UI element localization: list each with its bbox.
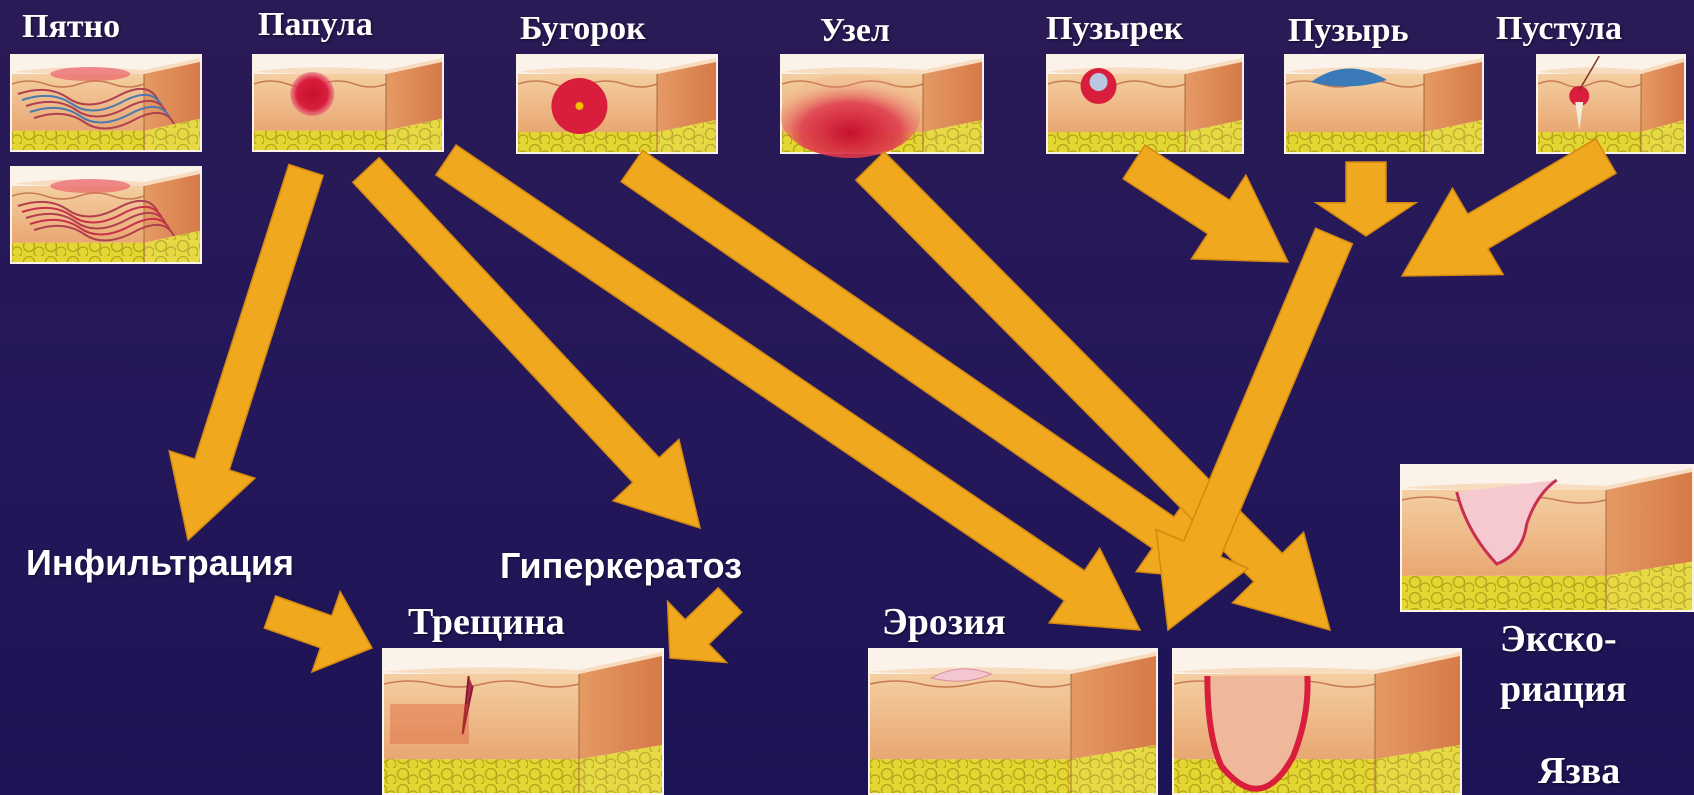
label-fissure: Трещина — [408, 603, 565, 641]
arrows — [169, 139, 1616, 672]
label-vesicle: Пузырек — [1046, 12, 1183, 46]
arrow-vesicle-erosion — [1123, 145, 1288, 262]
label-papule: Папула — [258, 8, 373, 42]
label-hyperkeratosis: Гиперкератоз — [500, 548, 742, 584]
label-pustule: Пустула — [1496, 12, 1622, 46]
erosion-block — [868, 648, 1158, 795]
macule-spot — [50, 67, 130, 81]
label-excoriation-1: Экско- — [1500, 620, 1617, 658]
arrow-infiltration-fissure — [264, 592, 372, 672]
label-bulla: Пузырь — [1288, 14, 1409, 48]
node-block — [780, 54, 984, 158]
label-tubercle: Бугорок — [520, 12, 646, 46]
ulcer-block — [1172, 648, 1462, 795]
arrow-bulla-erosion — [1316, 162, 1416, 236]
node-mark — [780, 74, 920, 158]
label-ulcer: Язва — [1538, 752, 1620, 790]
label-infiltration: Инфильтрация — [26, 545, 294, 581]
label-node: Узел — [820, 14, 890, 48]
tubercle-block — [516, 54, 718, 154]
papule-mark — [290, 72, 334, 116]
excoriation-block — [1400, 464, 1694, 612]
macule-block-2 — [10, 166, 202, 264]
macule-spot — [50, 179, 130, 193]
pustule-block — [1536, 54, 1686, 154]
vesicle-block — [1046, 54, 1244, 154]
label-erosion: Эрозия — [882, 603, 1006, 641]
arrow-hyperkeratosis-fissure — [668, 588, 742, 663]
arrow-pustule-erosion — [1402, 139, 1616, 276]
macule-block — [10, 54, 202, 152]
papule-block — [252, 54, 444, 152]
cropped-title — [300, 0, 1400, 8]
label-excoriation-2: риация — [1500, 670, 1626, 708]
label-macule: Пятно — [22, 10, 120, 44]
bulla-block — [1284, 54, 1484, 154]
fissure-block — [382, 648, 664, 795]
